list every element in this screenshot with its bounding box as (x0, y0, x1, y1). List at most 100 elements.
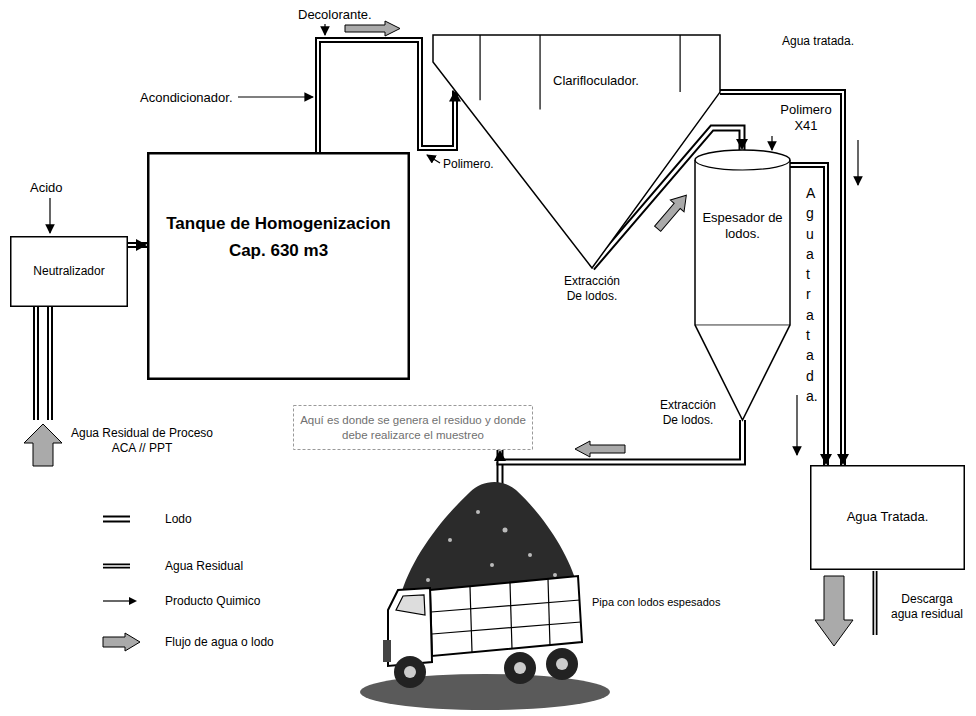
node-text: Clarifloculador. (553, 73, 673, 89)
truck-illustration (432, 622, 581, 634)
truck-illustration (548, 579, 550, 646)
flow-arrow (24, 424, 62, 466)
truck-illustration (503, 528, 508, 533)
discharge-pipe (874, 571, 876, 635)
clarifloculator: Clarifloculador. (433, 35, 720, 268)
pipe-bore (790, 165, 826, 465)
node-text-block: Tanque de HomogenizacionCap. 630 m3 (155, 210, 402, 264)
inlet-pipe (47, 307, 53, 420)
water-direction-arrow (857, 140, 858, 185)
legend-pipe (103, 565, 130, 567)
legend-swatch (100, 591, 145, 611)
truck-illustration (556, 658, 568, 670)
truck-illustration (528, 553, 532, 557)
homogenization-tank: Tanque de HomogenizacionCap. 630 m3 (147, 152, 410, 380)
clarifloculator-outline (433, 35, 720, 268)
truck-illustration (360, 482, 610, 710)
legend-pipe (103, 518, 130, 521)
truck-illustration (430, 576, 582, 656)
truck-illustration (504, 652, 536, 684)
inlet-pipe (49, 307, 51, 420)
legend-text: Agua Residual (165, 556, 320, 576)
truck-illustration (448, 538, 452, 542)
legend-arrow (103, 600, 130, 601)
sampling-callout: Aquí es donde se genera el residuo y don… (293, 405, 533, 450)
thickener-outline (695, 150, 790, 420)
arrowhead (736, 139, 748, 150)
clarifier-outline (433, 35, 720, 268)
sludge-thickener-outline (695, 150, 790, 420)
edge-label: Extracción De lodos. (559, 274, 625, 304)
inlet-pipe (36, 307, 50, 420)
node-text: Agua Tratada. (818, 509, 957, 525)
edge-label: Agua tratada. (768, 34, 868, 49)
flow-arrow (575, 441, 625, 457)
truck-illustration (510, 583, 512, 649)
pipe-wall (790, 165, 826, 465)
node-text-block: Espesador de lodos. (701, 210, 784, 243)
chemical-label: Decolorante. (298, 7, 372, 23)
truck-illustration (426, 578, 430, 582)
truck-label: Pipa con lodos espesados (592, 596, 720, 610)
clarifier-baffle (479, 35, 480, 100)
node-text: Aquí es donde se genera el residuo y don… (298, 413, 528, 442)
pipe-connector (128, 239, 147, 251)
truck-illustration (431, 600, 580, 612)
edge-label: Agua tratada. (806, 183, 808, 406)
inlet-pipe (33, 307, 39, 420)
flow-arrow (345, 21, 400, 36)
chemical-dosing-arrow (771, 136, 772, 150)
thickener-rim (695, 160, 790, 170)
chemical-label: Acido (30, 180, 63, 196)
truck-illustration (396, 595, 425, 615)
chemical-label: Polimero X41 (778, 102, 834, 135)
legend-entry: Agua Residual (100, 556, 320, 576)
node-text-block: Neutralizador (16, 264, 122, 279)
clarifier-baffle (680, 35, 681, 92)
legend-swatch (100, 556, 145, 576)
callout-outline (294, 406, 533, 450)
chemical-dosing-arrow (238, 96, 313, 97)
sludge-thickener: Espesador de lodos. (695, 150, 790, 420)
edge-label: Extracción De lodos. (655, 398, 721, 428)
truck-illustration (546, 648, 578, 680)
chemical-dosing-arrow (324, 24, 325, 35)
node-text-block: Aquí es donde se genera el residuo y don… (298, 413, 528, 442)
chemical-label: Acondicionador. (140, 90, 233, 106)
legend-pipe (103, 516, 130, 523)
legend-entry: Flujo de agua o lodo (100, 632, 320, 652)
node-text-block: Clarifloculador. (553, 73, 673, 89)
legend-swatch (100, 509, 145, 529)
truck-illustration (553, 573, 557, 577)
inlet-pipe (35, 307, 37, 420)
chemical-label: Polimero. (443, 157, 494, 172)
tank-outline (148, 153, 409, 379)
sampling-callout-outline (293, 405, 533, 450)
pipe-connector (790, 165, 832, 465)
chemical-dosing-arrow (427, 155, 440, 163)
legend-arrow (129, 597, 137, 605)
neutralizer-tank: Neutralizador (10, 236, 128, 307)
legend-text: Flujo de agua o lodo (165, 632, 320, 652)
legend-swatch (100, 632, 145, 652)
flow-arrow (24, 21, 853, 646)
node-text-block: Agua Tratada. (818, 509, 957, 525)
node-text: Cap. 630 m3 (155, 237, 402, 264)
truck-illustration (470, 587, 472, 652)
truck-illustration (394, 656, 426, 688)
arrowhead (494, 450, 506, 461)
arrowhead (136, 239, 147, 251)
arrowhead (820, 454, 832, 465)
truck-illustration (383, 640, 391, 662)
truck-illustration (490, 563, 494, 567)
legend-flow-arrow (103, 633, 140, 651)
discharge-pipe (875, 571, 876, 635)
node-text: Tanque de Homogenizacion (155, 210, 402, 237)
node-text: Espesador de lodos. (701, 210, 784, 243)
legend-text: Lodo (165, 509, 320, 529)
legend-entry: Producto Quimico (100, 591, 320, 611)
truck-illustration (514, 662, 526, 674)
chemical-dosing-arrow (49, 198, 50, 233)
legend-entry: Lodo (100, 509, 320, 529)
